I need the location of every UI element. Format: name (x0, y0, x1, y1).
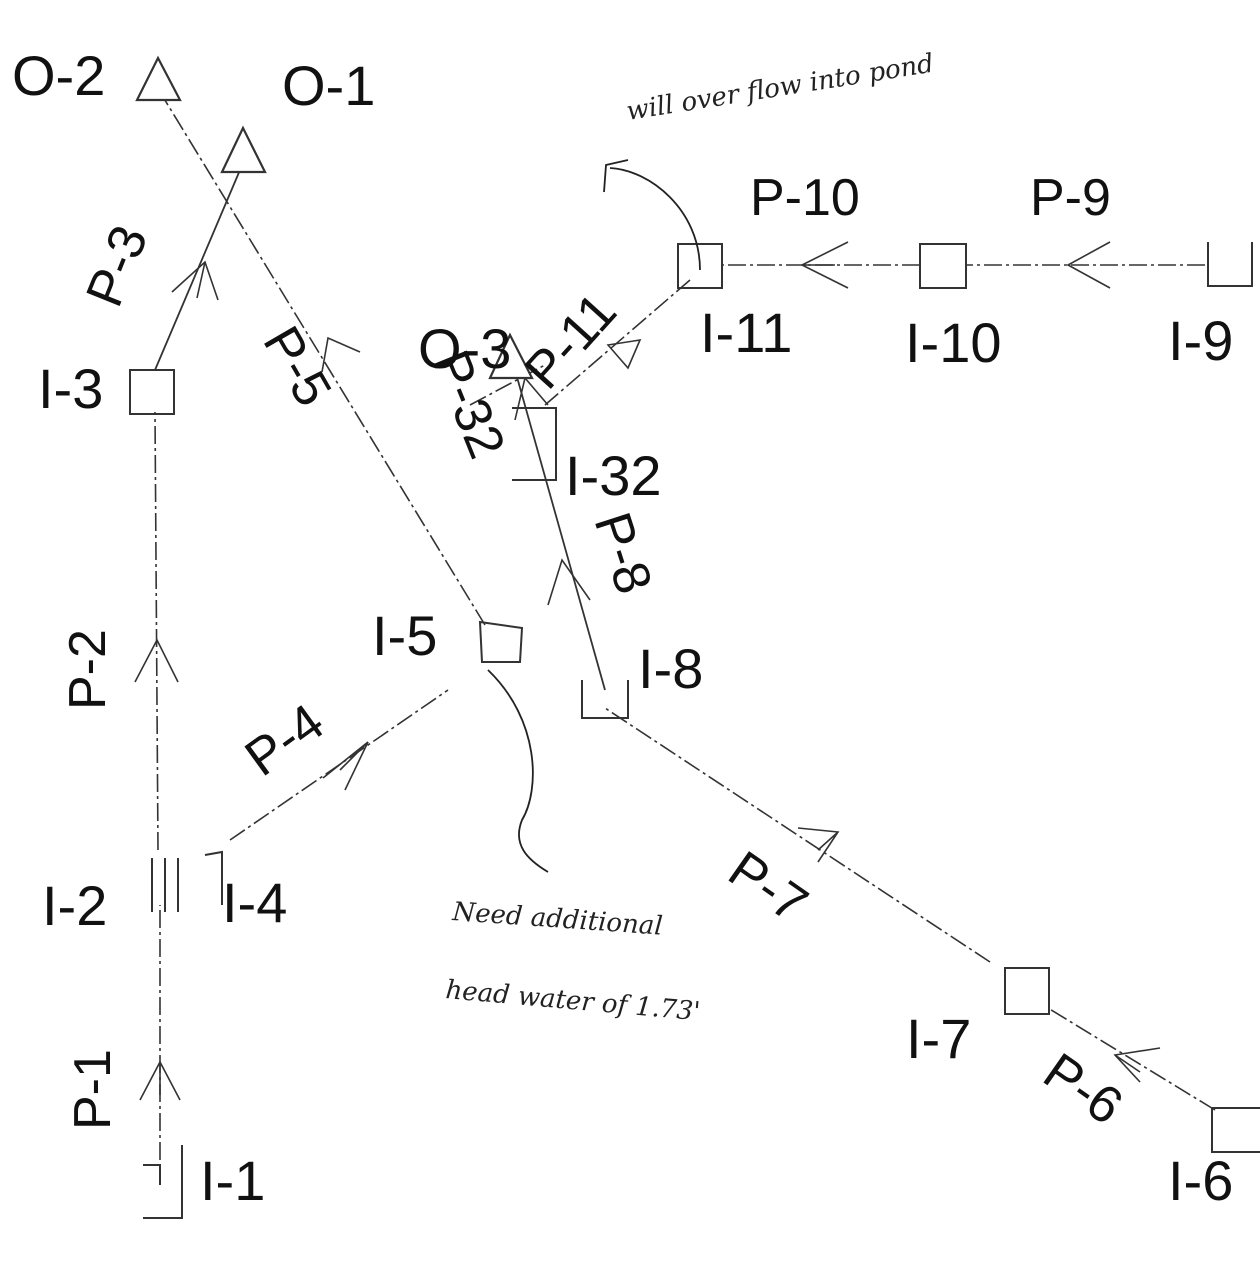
inlet-i8-symbol (581, 680, 629, 719)
label-p9: P-9 (1030, 169, 1111, 227)
inlet-i2-symbol (151, 858, 179, 912)
outfall-o1-symbol (220, 125, 267, 174)
inlet-i32-symbol (512, 407, 557, 481)
inlet-i1-symbol (143, 1145, 183, 1219)
note-overflow: will over flow into pond (624, 49, 935, 127)
flow-arrow-p8 (547, 558, 591, 606)
label-i2: I-2 (42, 874, 107, 937)
pipe-p5 (159, 91, 486, 626)
pipe-p6 (1047, 1007, 1216, 1111)
label-i1: I-1 (200, 1149, 265, 1212)
label-p1: P-1 (64, 1049, 122, 1130)
label-i4: I-4 (222, 871, 287, 934)
pipe-p3 (154, 169, 241, 371)
label-p10: P-10 (750, 169, 860, 227)
outfall-o3-symbol (488, 332, 534, 380)
label-i8: I-8 (638, 637, 703, 700)
label-i7: I-7 (906, 1007, 971, 1070)
label-p7: P-7 (718, 840, 818, 934)
inlet-i5-symbol (478, 620, 524, 663)
label-p8: P-8 (583, 506, 663, 601)
label-p2: P-2 (59, 629, 117, 710)
label-p3: P-3 (75, 218, 159, 315)
outfall-o2-symbol (135, 55, 182, 102)
label-i10: I-10 (905, 311, 1002, 374)
flow-arrow-p10 (800, 241, 849, 289)
label-i6: I-6 (1168, 1149, 1233, 1212)
pipe-p2 (154, 411, 159, 851)
overflow-arc-head (603, 159, 629, 193)
flow-arrow-p3 (171, 260, 219, 301)
pipe-p32 (469, 364, 546, 406)
label-i3: I-3 (38, 357, 103, 420)
label-p5: P-5 (252, 317, 343, 416)
inlet-i9-symbol (1207, 242, 1253, 287)
label-p4: P-4 (235, 693, 335, 787)
head-water-leader (487, 669, 549, 873)
inlet-i11-symbol (677, 243, 723, 289)
flow-arrow-p7 (797, 827, 840, 863)
note-head-line1: Need additional (451, 897, 664, 942)
label-i5: I-5 (372, 604, 437, 667)
note-head-line2: head water of 1.73' (444, 975, 701, 1027)
pipe-p7 (604, 707, 991, 963)
pipe-p11 (544, 279, 691, 406)
flow-arrow-p9 (1066, 241, 1111, 289)
label-o3: O-3 (418, 317, 511, 380)
flow-arrow-p1 (139, 1060, 181, 1101)
flow-arrow-p4 (322, 741, 369, 791)
flow-arrow-p5 (321, 336, 361, 373)
label-i9: I-9 (1168, 309, 1233, 372)
label-i32: I-32 (565, 444, 662, 507)
label-o1: O-1 (282, 54, 375, 117)
label-i11: I-11 (700, 301, 792, 364)
inlet-i3-symbol (129, 369, 175, 415)
overflow-arc (609, 167, 701, 271)
label-o2: O-2 (12, 44, 105, 107)
flow-arrow-p11 (606, 338, 642, 370)
inlet-i6-symbol (1211, 1107, 1260, 1153)
label-p11: P-11 (514, 282, 628, 400)
pipe-p8 (514, 369, 606, 691)
flow-arrow-p2 (134, 638, 179, 683)
inlet-i10-symbol (919, 243, 967, 289)
inlet-i4-symbol (204, 850, 223, 905)
flow-arrow-p6 (1113, 1047, 1161, 1083)
inlet-i7-symbol (1004, 967, 1050, 1015)
